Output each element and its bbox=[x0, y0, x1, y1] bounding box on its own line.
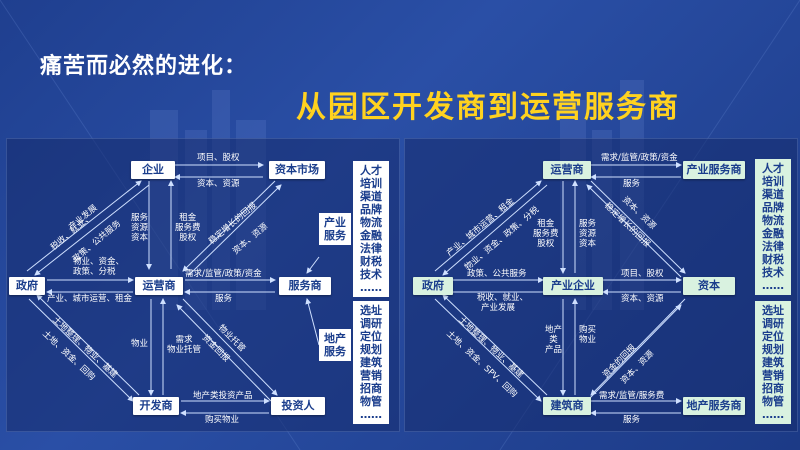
industry-service-category: 产业服务 bbox=[319, 213, 351, 245]
side-list-item: 物管 bbox=[360, 395, 382, 408]
label: 需求 物业托管 bbox=[167, 335, 202, 355]
label: 购买物业 bbox=[205, 415, 240, 425]
label: 税收、就业、 bbox=[477, 293, 529, 303]
side-list-item: 招商 bbox=[360, 382, 382, 395]
label: 物业 bbox=[131, 339, 149, 349]
node-industry-service-provider: 产业服务商 bbox=[683, 161, 745, 179]
side-list-item: 金融 bbox=[762, 227, 784, 240]
node-builder: 建筑商 bbox=[543, 397, 591, 415]
side-list-item: 人才 bbox=[360, 164, 382, 177]
node-investor: 投资人 bbox=[271, 397, 325, 415]
side-list-item: …… bbox=[360, 408, 382, 421]
side-list-item: …… bbox=[762, 408, 784, 421]
side-list-item: 技术 bbox=[360, 268, 382, 281]
side-list-item: 品牌 bbox=[762, 201, 784, 214]
side-list-item: 定位 bbox=[360, 330, 382, 343]
side-list-item: 技术 bbox=[762, 266, 784, 279]
side-list-item: 财税 bbox=[360, 255, 382, 268]
node-developer: 开发商 bbox=[133, 397, 179, 415]
side-list-item: 物管 bbox=[762, 395, 784, 408]
label: 项目、股权 bbox=[197, 153, 240, 163]
side-list-item: …… bbox=[762, 279, 784, 292]
side-list-item: 定位 bbox=[762, 330, 784, 343]
side-list-item: 选址 bbox=[360, 304, 382, 317]
side-list-item: 财税 bbox=[762, 253, 784, 266]
node-government: 政府 bbox=[413, 277, 453, 295]
label: 资本、资源 bbox=[197, 179, 240, 189]
title-line-1: 痛苦而必然的进化： bbox=[40, 54, 248, 79]
node-government: 政府 bbox=[9, 277, 45, 295]
side-list-item: 法律 bbox=[762, 240, 784, 253]
real-estate-service-category: 地产服务 bbox=[319, 329, 351, 361]
side-list-item: 培训 bbox=[762, 175, 784, 188]
side-list-item: 物流 bbox=[360, 216, 382, 229]
label: 需求/监管/政策/资金 bbox=[185, 269, 262, 279]
node-industry-enterprise: 产业企业 bbox=[543, 277, 603, 295]
label: 资本、资源 bbox=[621, 294, 664, 304]
label: 项目、股权 bbox=[621, 269, 664, 279]
label: 租金 服务费 股权 bbox=[175, 213, 201, 243]
node-capital-market: 资本市场 bbox=[269, 161, 325, 179]
label: 政策、分税 bbox=[73, 267, 116, 277]
label: 物业、资金、 bbox=[73, 257, 125, 267]
industry-service-list: 人才培训渠道品牌物流金融法律财税技术…… bbox=[755, 159, 791, 295]
side-list-item: 招商 bbox=[762, 382, 784, 395]
label: 服务 资源 资本 bbox=[131, 213, 149, 243]
node-operator: 运营商 bbox=[135, 277, 183, 295]
side-list-item: 调研 bbox=[360, 317, 382, 330]
side-list-item: 规划 bbox=[360, 343, 382, 356]
side-list-item: 建筑 bbox=[762, 356, 784, 369]
right-panel: 运营商 产业服务商 政府 产业企业 资本 建筑商 地产服务商 人才培训渠道品牌物… bbox=[404, 138, 798, 432]
real-estate-service-list: 选址调研定位规划建筑营销招商物管…… bbox=[755, 301, 791, 424]
node-capital: 资本 bbox=[683, 277, 735, 295]
side-list-item: 渠道 bbox=[360, 190, 382, 203]
title-line-2: 从园区开发商到运营服务商 bbox=[296, 90, 680, 125]
side-list-item: …… bbox=[360, 281, 382, 294]
label: 服务 bbox=[215, 294, 233, 304]
side-list-item: 人才 bbox=[762, 162, 784, 175]
side-list-item: 物流 bbox=[762, 214, 784, 227]
label: 需求/监管/政策/资金 bbox=[601, 153, 678, 163]
label: 服务 bbox=[623, 415, 641, 425]
label: 地产 类 产品 bbox=[545, 325, 563, 355]
node-enterprise: 企业 bbox=[131, 161, 175, 179]
side-list-item: 渠道 bbox=[762, 188, 784, 201]
side-list-item: 金融 bbox=[360, 229, 382, 242]
left-arrows bbox=[26, 162, 320, 416]
side-list-item: 建筑 bbox=[360, 356, 382, 369]
side-list-item: 调研 bbox=[762, 317, 784, 330]
label: 产业、城市运营、租金 bbox=[47, 294, 133, 304]
label: 服务 资源 资本 bbox=[579, 219, 597, 249]
node-service-provider: 服务商 bbox=[279, 277, 331, 295]
right-arrows bbox=[434, 162, 686, 416]
label: 地产类投资产品 bbox=[193, 391, 253, 401]
label: 服务 bbox=[623, 179, 641, 189]
side-list-item: 培训 bbox=[360, 177, 382, 190]
real-estate-service-list: 选址调研定位规划建筑营销招商物管…… bbox=[353, 301, 389, 424]
side-list-item: 法律 bbox=[360, 242, 382, 255]
label: 需求/监管/服务费 bbox=[599, 391, 665, 401]
label: 产业发展 bbox=[481, 303, 516, 313]
label: 政策、公共服务 bbox=[467, 269, 527, 279]
side-list-item: 营销 bbox=[360, 369, 382, 382]
node-property-service-provider: 地产服务商 bbox=[683, 397, 745, 415]
node-operator: 运营商 bbox=[543, 161, 591, 179]
industry-service-list: 人才培训渠道品牌物流金融法律财税技术…… bbox=[353, 161, 389, 297]
label: 购买 物业 bbox=[579, 325, 597, 345]
side-list-item: 营销 bbox=[762, 369, 784, 382]
side-list-item: 品牌 bbox=[360, 203, 382, 216]
side-list-item: 选址 bbox=[762, 304, 784, 317]
left-panel: 企业 资本市场 政府 运营商 服务商 开发商 投资人 产业服务 人才培训渠道品牌… bbox=[6, 138, 400, 432]
side-list-item: 规划 bbox=[762, 343, 784, 356]
label: 租金 服务费 股权 bbox=[533, 219, 559, 249]
